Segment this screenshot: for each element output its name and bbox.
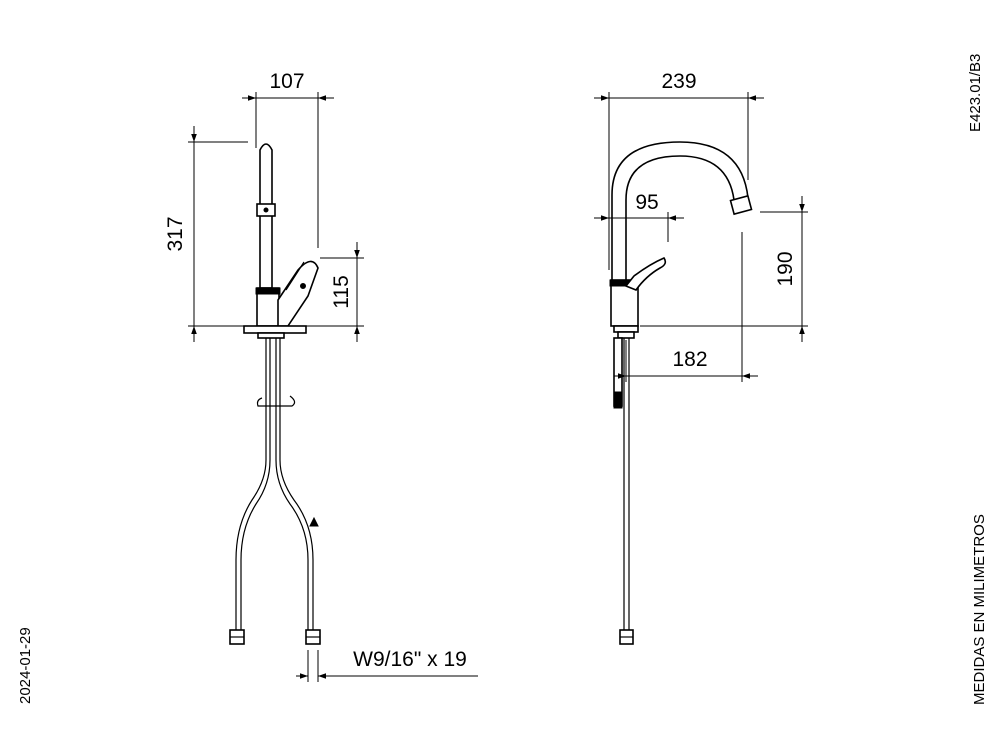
side-base-nut [617,331,635,339]
side-dimensions: 239 95 190 182 [594,70,808,382]
front-hose-mark [309,516,319,527]
dim-239: 239 [661,70,696,93]
drawing-code: E423.01/B3 [967,54,984,132]
front-handle-indicator [300,283,306,289]
front-base-nut [257,332,285,339]
dim-connection: W9/16" x 19 [353,648,467,671]
side-spout-gooseneck [611,141,751,283]
side-base-plate [613,325,639,333]
front-body-band [255,287,281,295]
units-note: MEDIDAS EN MILIMETROS [971,514,988,705]
front-dimensions: 107 317 115 W9/16" x 19 [164,70,478,682]
side-shank-clip [613,391,623,409]
front-clip [256,395,296,407]
front-handle-edge [285,261,305,291]
dim-115: 115 [330,275,353,308]
dim-107: 107 [269,70,304,93]
dim-182: 182 [672,348,707,371]
side-view [609,141,753,645]
dim-95: 95 [635,191,658,214]
front-spout-ring-dot [263,207,269,213]
front-hose-right-inner [275,338,309,636]
front-hose-right [279,338,314,636]
front-view [229,143,321,645]
front-base-plate [243,325,307,334]
front-hose-left-inner [240,338,271,636]
drawing-date: 2024-01-29 [17,627,34,704]
side-spout-aerator [729,194,753,216]
front-hose-left [235,338,267,636]
side-handle-lever [624,257,667,291]
dim-190: 190 [774,251,797,286]
dim-317: 317 [164,216,187,251]
